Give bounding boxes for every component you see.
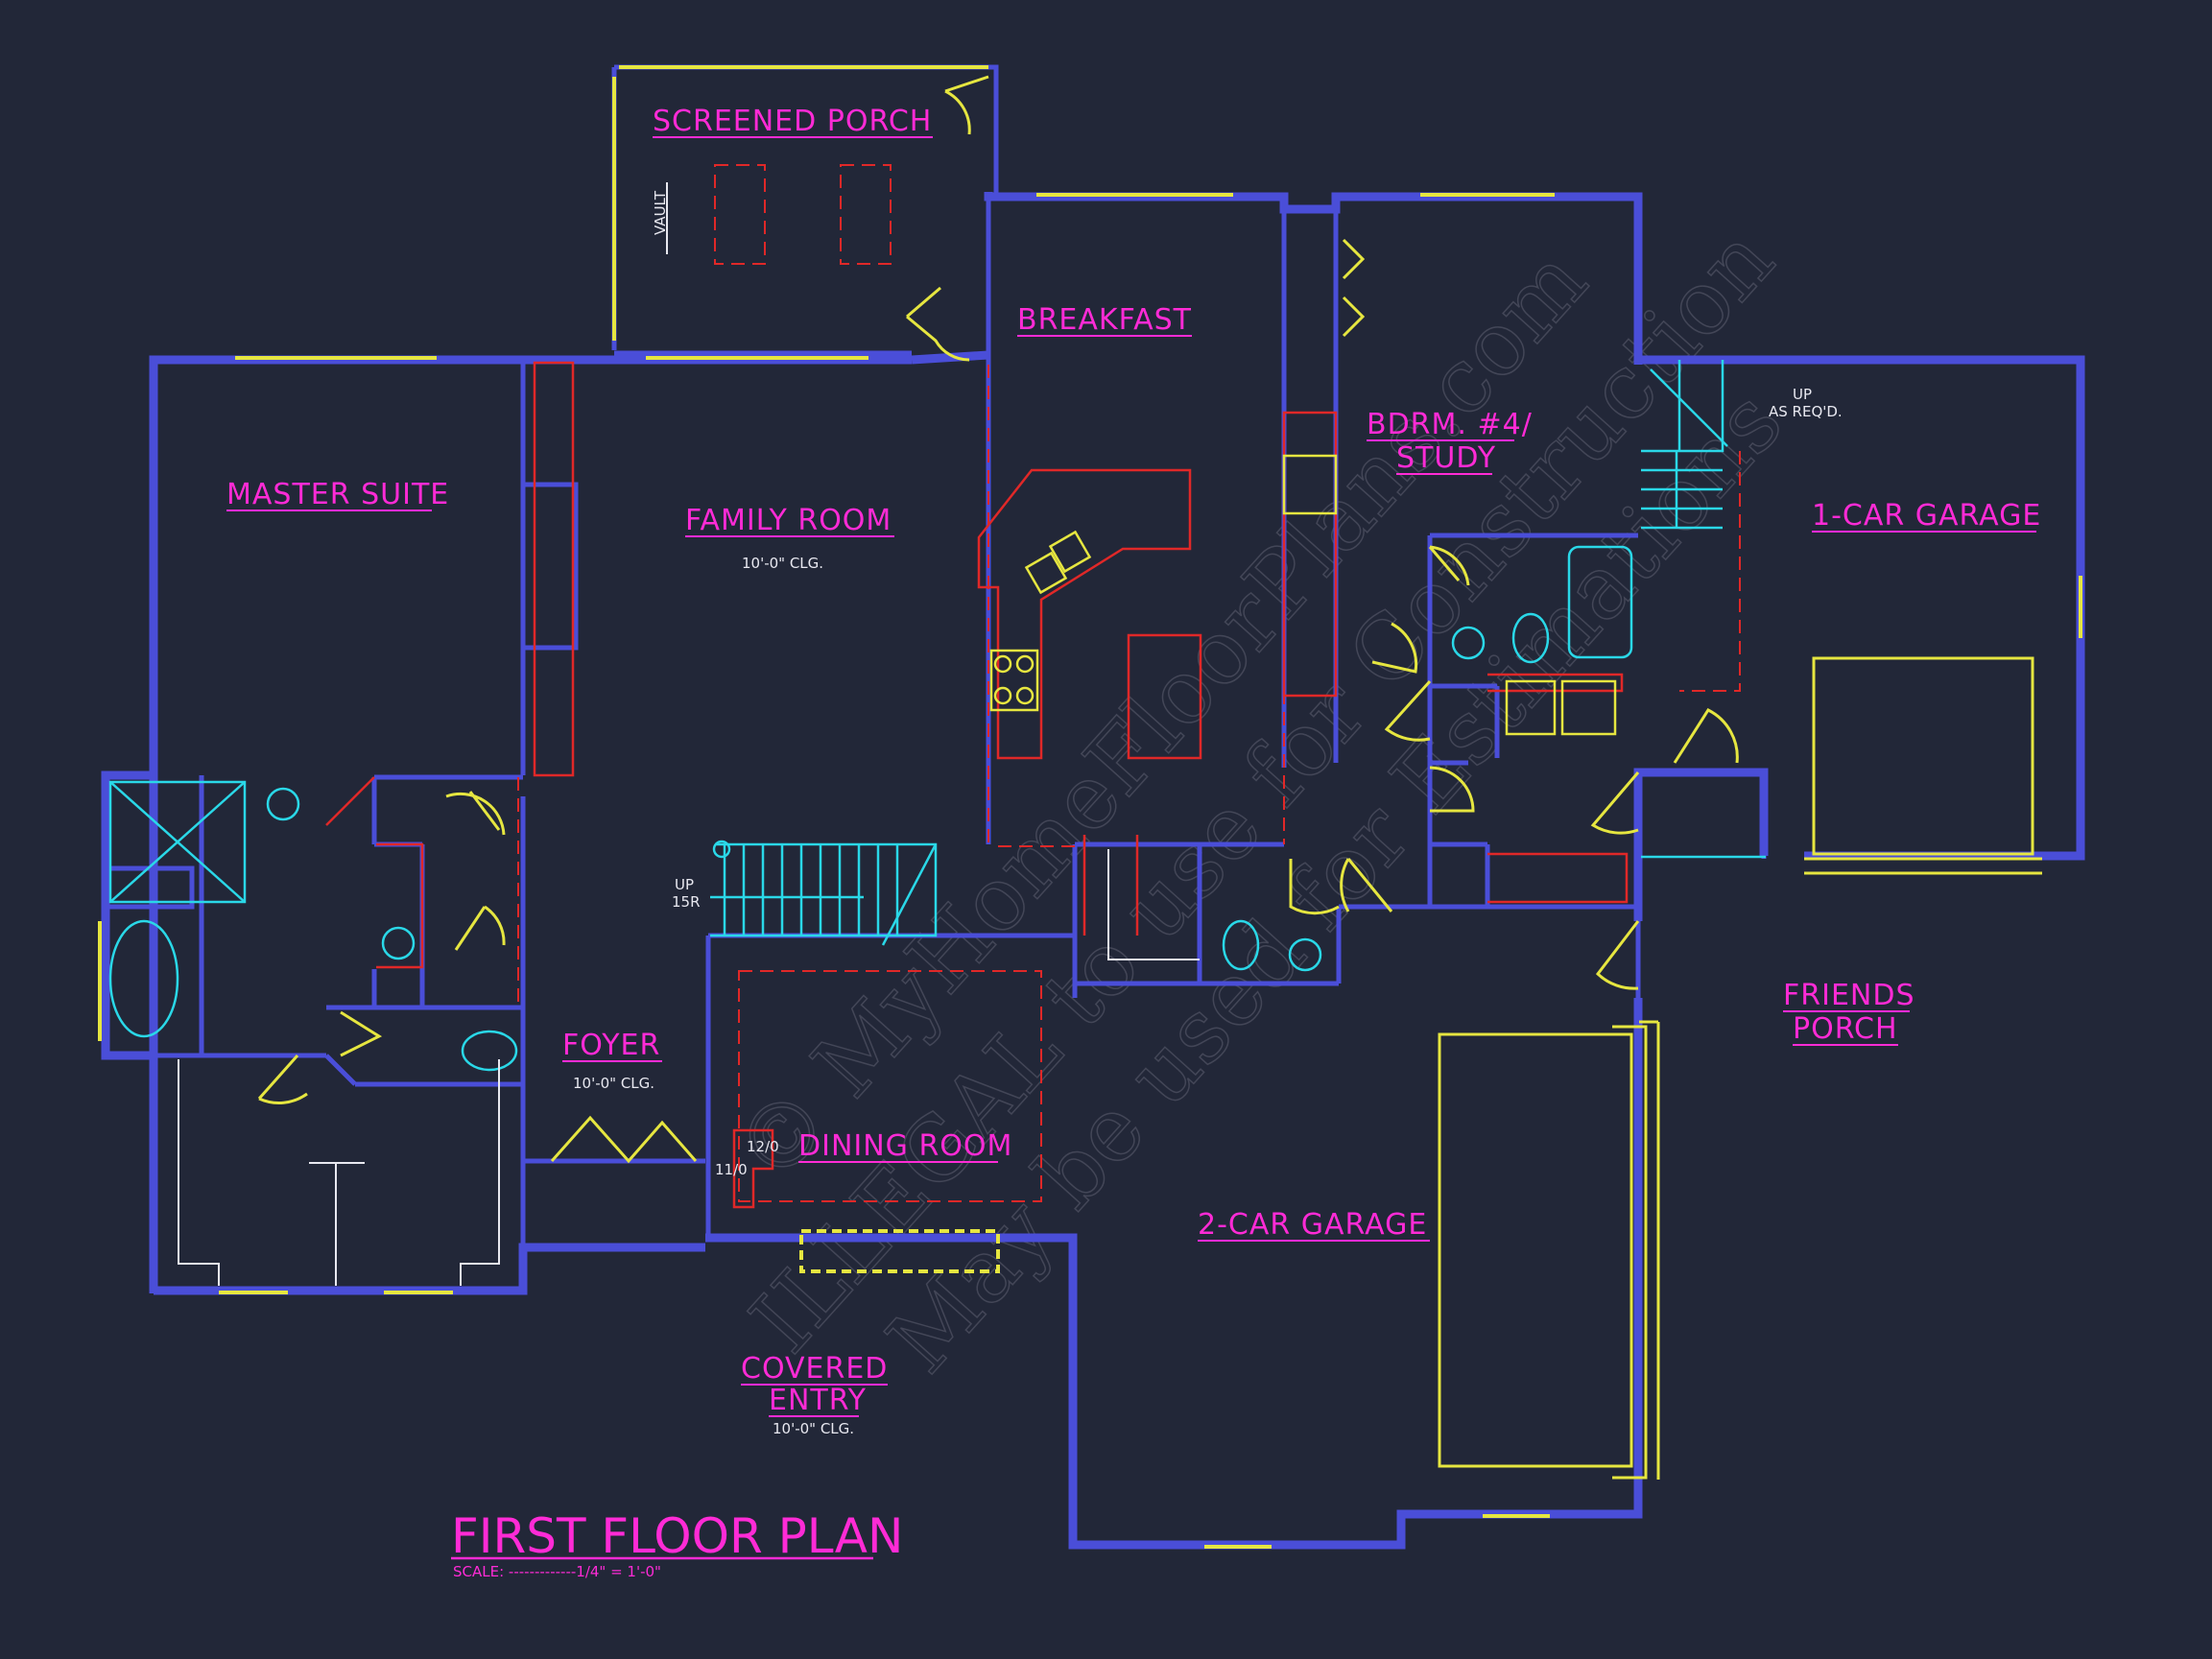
- label-main-stair-up: UP: [675, 876, 694, 893]
- interior-walls: [106, 197, 1767, 1247]
- label-vault: VAULT: [652, 190, 669, 235]
- label-screened-porch: SCREENED PORCH: [653, 105, 932, 138]
- label-family-room: FAMILY ROOM: [685, 504, 892, 537]
- label-study: STUDY: [1396, 441, 1496, 475]
- label-one-car-garage: 1-CAR GARAGE: [1812, 499, 2041, 533]
- label-stair-as-reqd: AS REQ'D.: [1769, 403, 1843, 420]
- label-covered: COVERED: [741, 1352, 888, 1386]
- label-foyer-ceiling: 10'-0" CLG.: [573, 1075, 654, 1092]
- label-dining-dim-b: 11/0: [715, 1161, 748, 1178]
- plan-scale: SCALE: -------------1/4" = 1'-0": [453, 1563, 661, 1580]
- label-main-stair-risers: 15R: [672, 893, 701, 911]
- label-bdrm-4: BDRM. #4/: [1367, 408, 1533, 441]
- label-stair-up: UP: [1793, 386, 1812, 403]
- label-two-car-garage: 2-CAR GARAGE: [1198, 1208, 1427, 1242]
- room-labels: SCREENED PORCH VAULT BREAKFAST MASTER SU…: [226, 105, 2041, 1437]
- kitchen-range: [989, 530, 1617, 736]
- label-family-room-ceiling: 10'-0" CLG.: [742, 555, 823, 572]
- label-entry: ENTRY: [769, 1384, 867, 1417]
- windows: [98, 65, 2082, 1549]
- label-dining-dim-a: 12/0: [747, 1138, 779, 1155]
- label-dining-room: DINING ROOM: [798, 1129, 1012, 1163]
- label-foyer: FOYER: [562, 1029, 660, 1062]
- plan-title: FIRST FLOOR PLAN: [451, 1508, 903, 1564]
- misc-white: [178, 182, 1200, 1286]
- label-covered-entry-ceiling: 10'-0" CLG.: [773, 1420, 854, 1437]
- watermark: © MyHomeFloorPlans.com ILLEGAL to use fo…: [715, 208, 1803, 1393]
- label-porch: PORCH: [1793, 1012, 1898, 1046]
- label-master-suite: MASTER SUITE: [226, 478, 449, 511]
- label-friends: FRIENDS: [1783, 979, 1915, 1012]
- plan-title-block: FIRST FLOOR PLAN SCALE: -------------1/4…: [451, 1508, 903, 1580]
- doors: [257, 75, 2042, 1480]
- label-breakfast: BREAKFAST: [1017, 303, 1192, 337]
- fixtures: [108, 360, 1766, 1072]
